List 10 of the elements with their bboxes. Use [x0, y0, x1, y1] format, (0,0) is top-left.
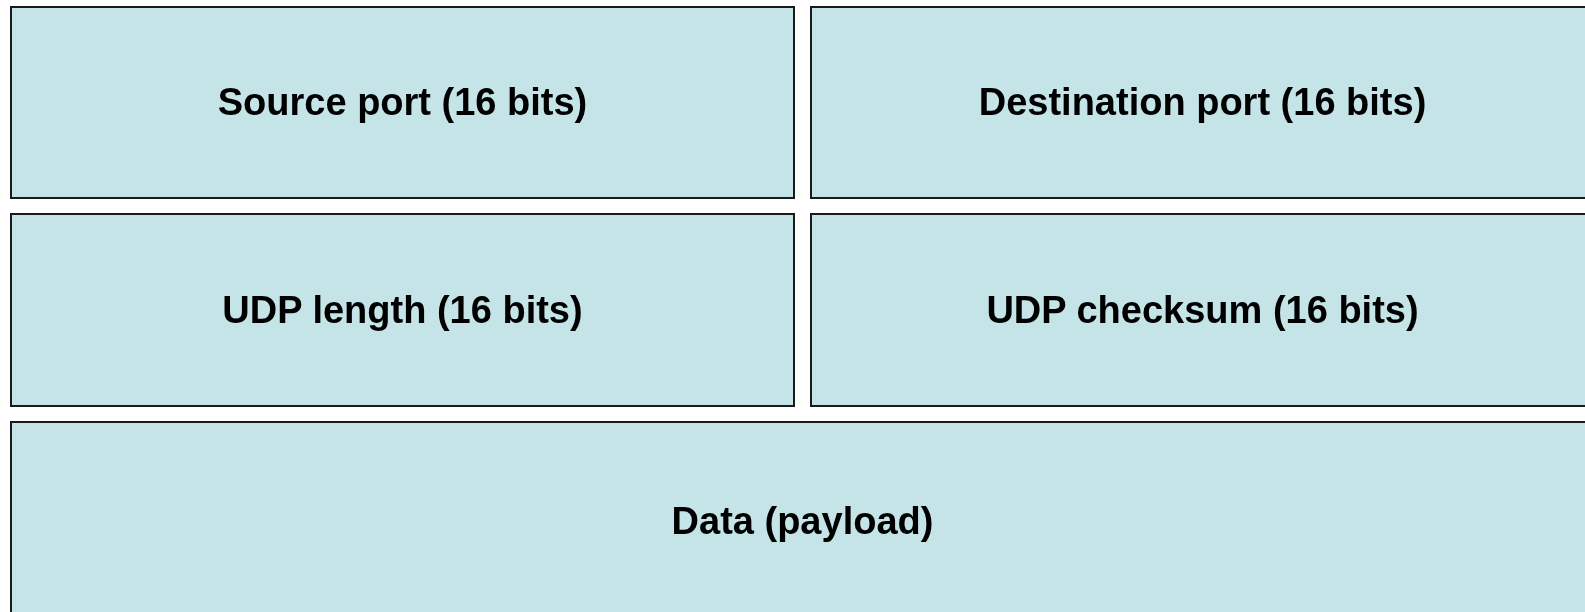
field-box — [10, 213, 795, 407]
field-label: Destination port (16 bits) — [978, 81, 1427, 124]
field-box — [810, 213, 1585, 407]
field-label: UDP length (16 bits) — [222, 288, 583, 332]
field-label: UDP checksum (16 bits) — [986, 288, 1419, 332]
field-label: Data (payload) — [671, 499, 934, 543]
field-box — [810, 6, 1585, 199]
field-box — [10, 6, 795, 199]
field-box — [10, 421, 1585, 612]
field-label: Source port (16 bits) — [217, 81, 588, 124]
